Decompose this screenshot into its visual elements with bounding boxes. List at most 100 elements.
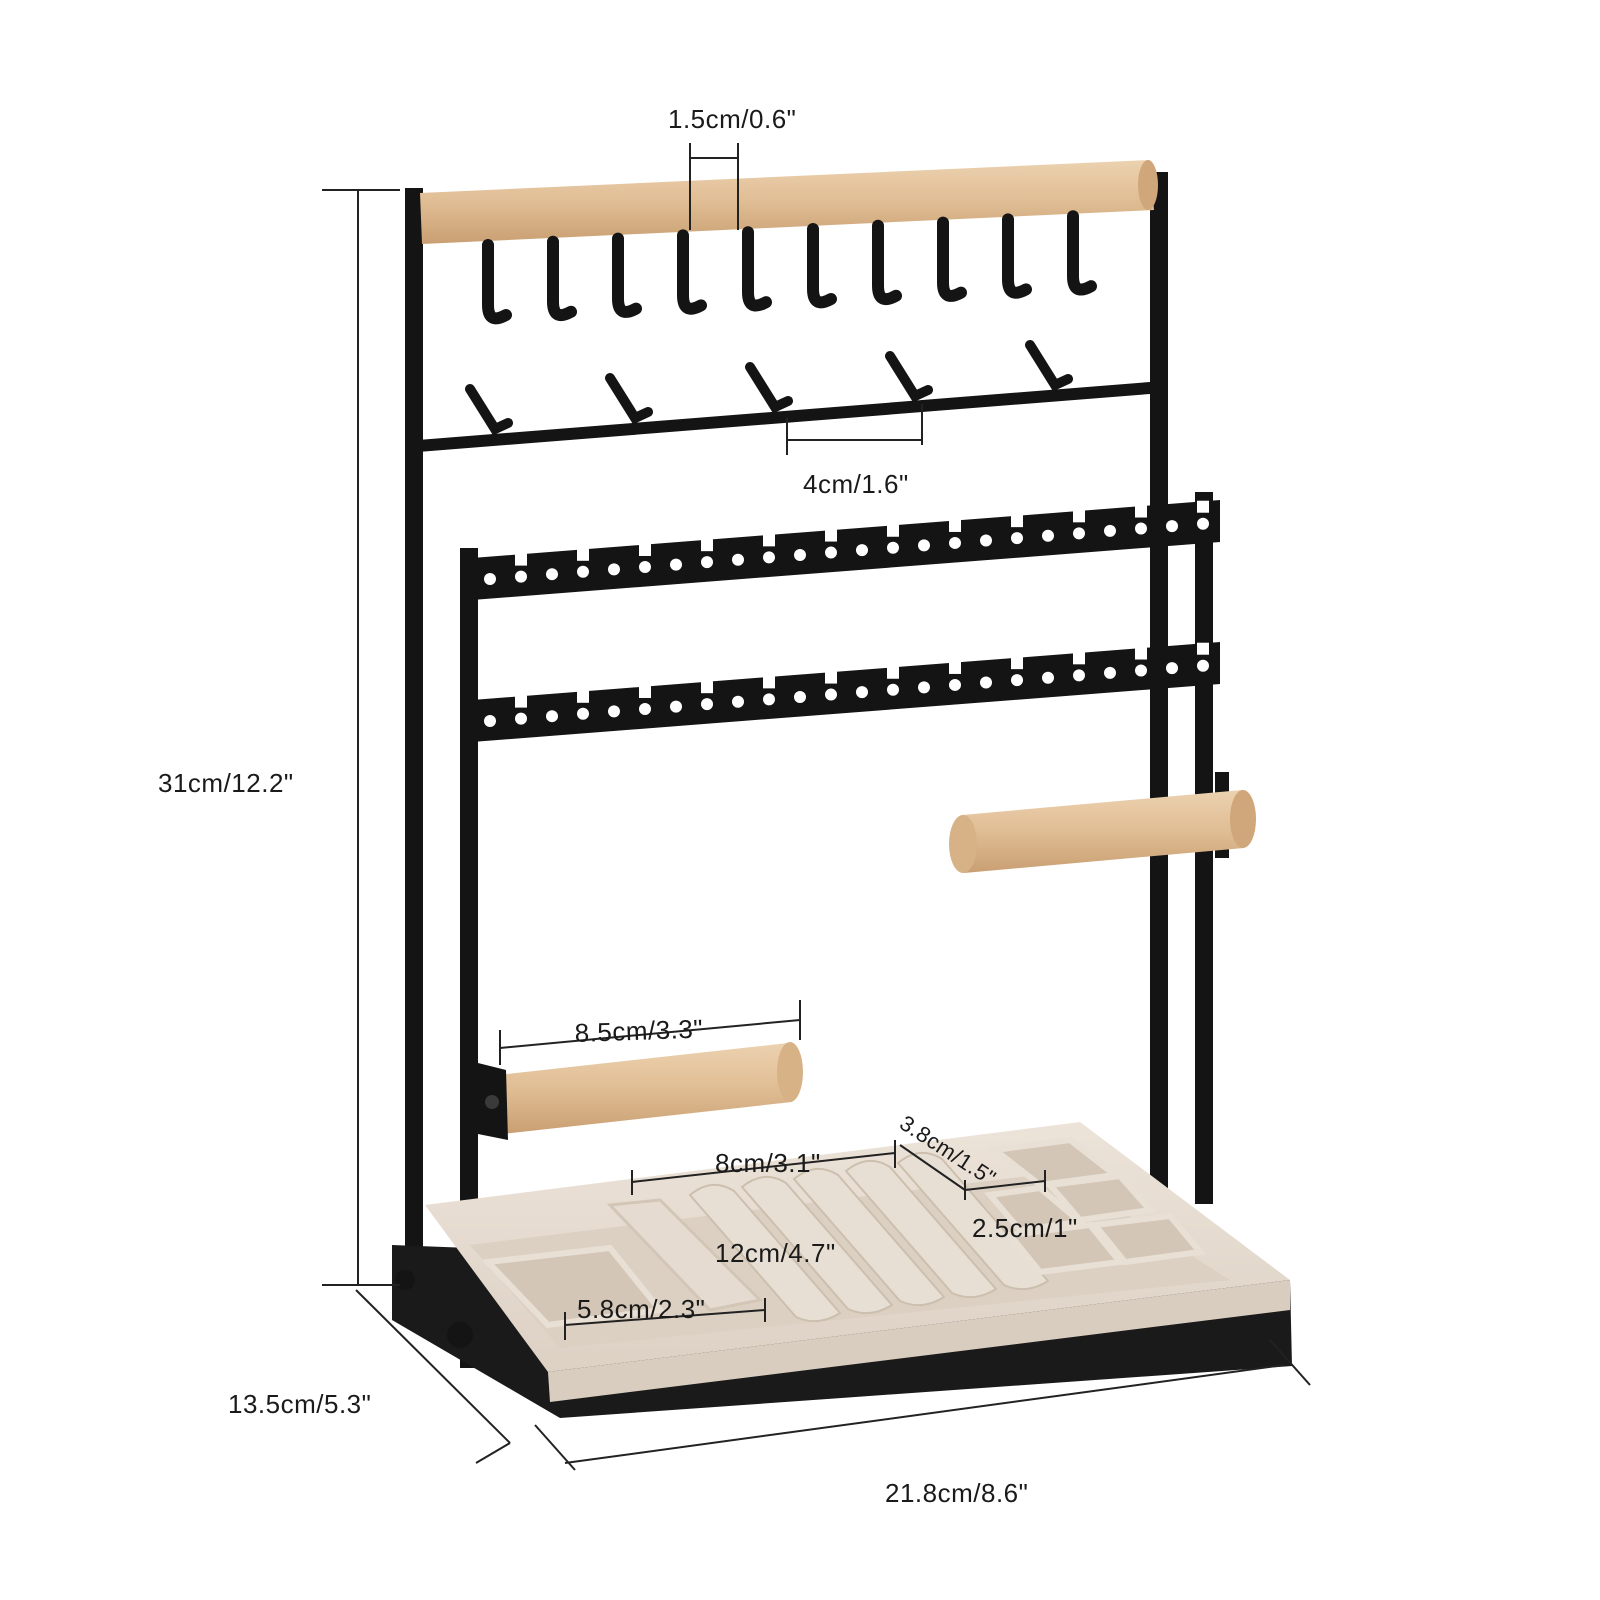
hook-icon <box>1025 340 1073 392</box>
earring-hole <box>1011 674 1023 687</box>
earring-notch <box>1135 505 1147 518</box>
earring-notch <box>1011 515 1023 528</box>
earring-hole <box>701 556 713 569</box>
earring-notch <box>639 543 651 556</box>
earring-notch <box>763 676 775 689</box>
earring-hole <box>949 536 961 549</box>
width-label: 21.8cm/8.6" <box>885 1478 1028 1508</box>
ring-roll-length-label: 12cm/4.7" <box>715 1238 836 1268</box>
top-wooden-bar <box>420 160 1158 244</box>
earring-hole <box>1042 671 1054 684</box>
bar-length-label: 8.5cm/3.3" <box>574 1014 703 1048</box>
hook-icon <box>742 226 772 312</box>
left-compartment-label: 5.8cm/2.3" <box>577 1294 705 1324</box>
left-bracelet-bar <box>478 1042 803 1140</box>
earring-hole <box>1197 517 1209 530</box>
earring-notch <box>639 685 651 698</box>
earring-hole <box>887 683 899 696</box>
earring-hole <box>1073 527 1085 540</box>
earring-hole <box>515 570 527 583</box>
compartments <box>984 1136 1206 1276</box>
ring-roll <box>844 1160 998 1299</box>
earring-hole <box>763 551 775 564</box>
earring-hole <box>608 705 620 718</box>
earring-notch <box>1011 657 1023 670</box>
earring-hole <box>794 548 806 561</box>
earring-hole <box>980 534 992 547</box>
earring-hole <box>825 688 837 701</box>
hook-icon <box>1067 210 1097 296</box>
hook-icon <box>937 216 967 302</box>
earring-hole <box>763 693 775 706</box>
earring-hole <box>670 558 682 571</box>
earring-hole <box>1042 529 1054 542</box>
earring-notch <box>763 534 775 547</box>
back-left-post <box>405 188 423 1318</box>
earring-hole <box>918 681 930 694</box>
hook-icon <box>547 235 577 322</box>
earring-hole <box>1197 659 1209 672</box>
earring-hole <box>608 563 620 576</box>
earring-notch <box>515 695 527 708</box>
earring-hole <box>1011 532 1023 545</box>
hook-width-label: 1.5cm/0.6" <box>668 104 796 134</box>
hook-spacing-label: 4cm/1.6" <box>803 469 909 499</box>
earring-hole <box>1073 669 1085 682</box>
middle-bar <box>418 382 1150 452</box>
earring-notch <box>1073 652 1085 665</box>
earring-hole <box>546 568 558 581</box>
earring-hole <box>639 702 651 715</box>
front-left-post <box>460 548 478 1368</box>
earring-notch <box>825 529 837 542</box>
earring-hole <box>670 700 682 713</box>
earring-hole <box>1104 666 1116 679</box>
ring-roll <box>688 1184 842 1323</box>
ring-roll <box>740 1176 894 1315</box>
earring-notch <box>515 553 527 566</box>
hook-icon <box>612 232 642 318</box>
earring-hole <box>701 698 713 711</box>
earring-notch <box>1073 510 1085 523</box>
earring-hole <box>794 690 806 703</box>
ring-roll <box>792 1168 946 1307</box>
depth-label: 13.5cm/5.3" <box>228 1389 371 1419</box>
ring-rolls <box>688 1152 1050 1323</box>
earring-hole <box>825 546 837 559</box>
earring-notch <box>825 671 837 684</box>
earring-notch <box>887 524 899 537</box>
earring-hole <box>546 710 558 723</box>
earring-hole <box>639 560 651 573</box>
earring-notch <box>577 548 589 561</box>
earring-notch <box>949 661 961 674</box>
front-frame <box>460 492 1256 1368</box>
earring-hole <box>856 544 868 557</box>
compartment-width-label: 2.5cm/1" <box>972 1213 1078 1243</box>
earring-notch <box>577 690 589 703</box>
earring-hole <box>1135 522 1147 535</box>
velvet-tray <box>392 1122 1292 1418</box>
middle-hooks <box>465 340 1073 436</box>
right-bracelet-bar <box>949 772 1256 873</box>
hook-icon <box>482 239 512 325</box>
total-height-label: 31cm/12.2" <box>158 768 294 798</box>
earring-hole <box>980 676 992 689</box>
earring-rail-lower <box>472 642 1220 742</box>
hook-icon <box>872 219 902 306</box>
hook-icon <box>885 351 933 403</box>
earring-hole <box>577 707 589 720</box>
earring-hole <box>1135 664 1147 677</box>
earring-hole <box>856 686 868 699</box>
hook-icon <box>1002 213 1032 299</box>
dimension-lines <box>322 143 1311 1471</box>
earring-hole <box>1104 524 1116 537</box>
earring-hole <box>484 573 496 585</box>
earring-notch <box>1135 647 1147 660</box>
hook-icon <box>745 362 793 414</box>
tray-ring-section-label: 8cm/3.1" <box>715 1148 821 1178</box>
hook-icon <box>605 373 653 425</box>
width-line <box>564 1364 1285 1464</box>
earring-notch <box>701 681 713 694</box>
hook-icon <box>677 229 707 315</box>
